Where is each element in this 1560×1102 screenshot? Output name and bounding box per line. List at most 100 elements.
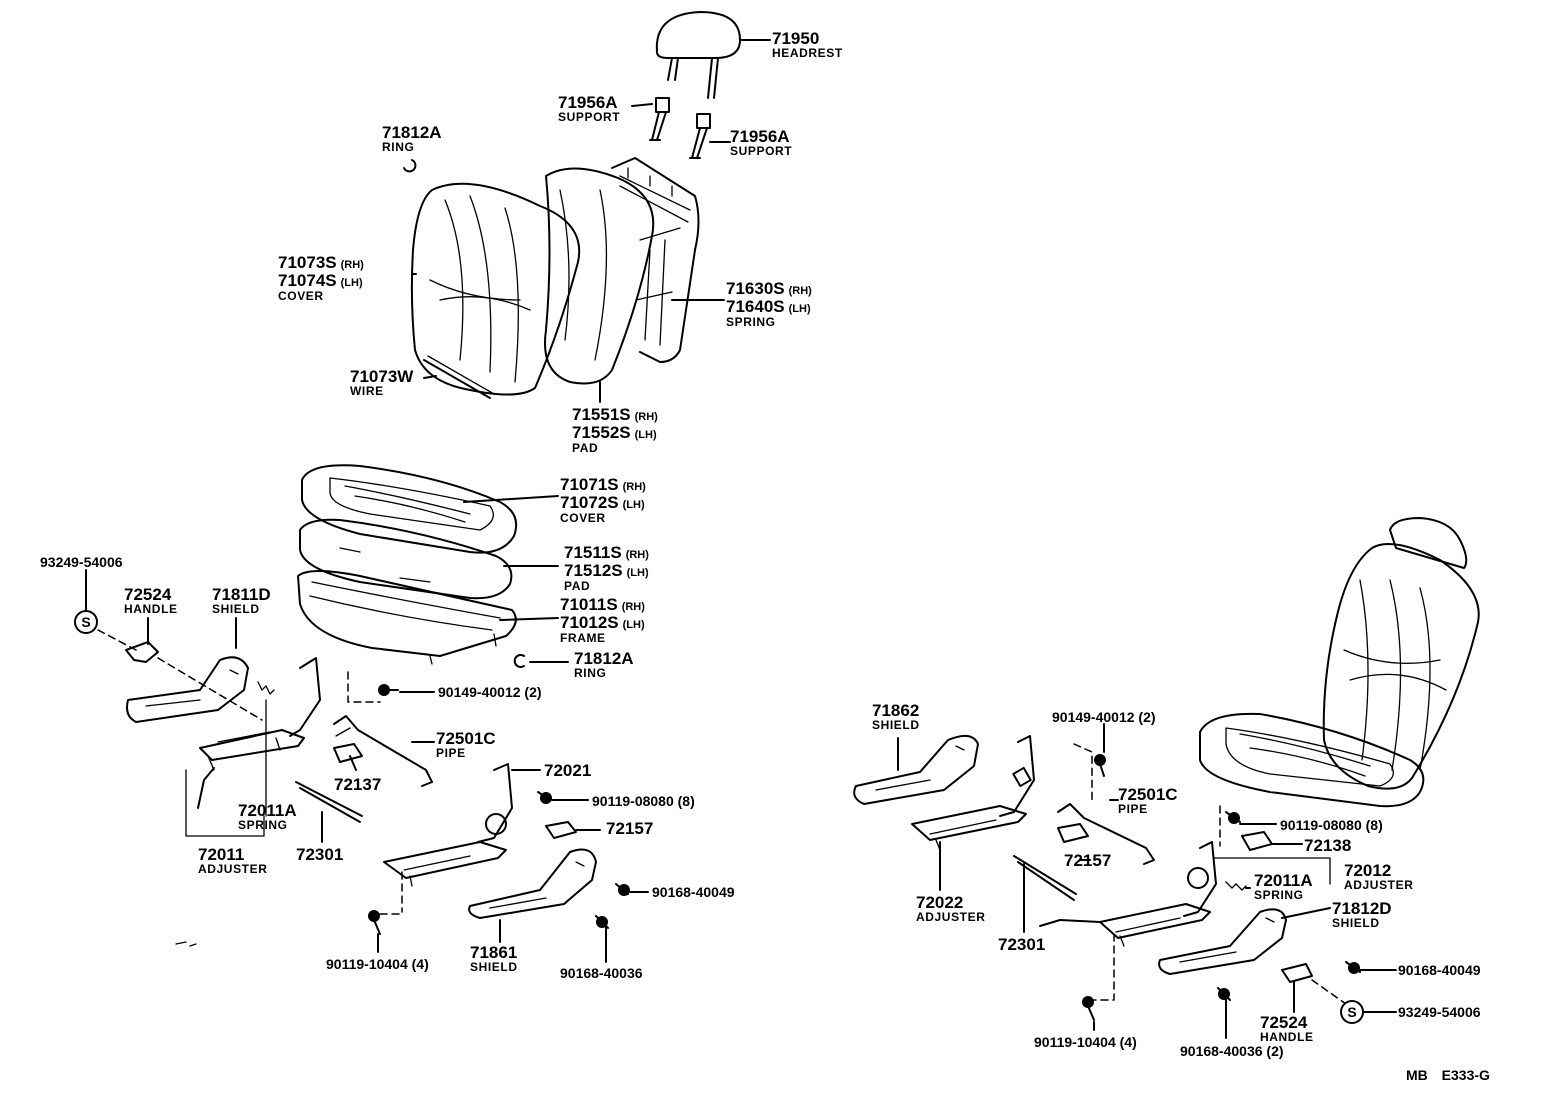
part-72137-drawing <box>333 743 363 763</box>
label-cushion-cover: 71071S(RH) 71072S(LH) COVER <box>560 476 646 524</box>
part-number: 72501C <box>1118 785 1178 804</box>
shield-811d-drawing <box>126 656 249 723</box>
leader-bolt-104-left <box>379 871 403 915</box>
pipe-right-drawing <box>1057 803 1155 865</box>
leader-screw-right <box>1311 979 1347 1005</box>
label-bolt-104-right: 90119-10404 (4) <box>1034 1034 1137 1050</box>
part-number: 71812A <box>382 123 442 142</box>
part-number: 72524 <box>124 585 172 604</box>
label-part-72301-right: 72301 <box>998 935 1046 954</box>
label-bolt-149-right: 90149-40012 (2) <box>1052 709 1156 725</box>
lh-tag: (LH) <box>634 429 657 441</box>
label-bolt-119-left: 90119-08080 (8) <box>592 793 695 809</box>
shield-862-drawing <box>853 734 979 805</box>
lh-tag: (LH) <box>622 499 645 511</box>
headrest-drawing <box>655 11 741 99</box>
label-spring-left: 72011A SPRING <box>238 802 297 831</box>
diagram-code: MB E333-G <box>1406 1068 1490 1082</box>
lh-tag: (LH) <box>340 277 363 289</box>
label-adjuster-left: 72011 ADJUSTER <box>198 846 267 875</box>
label-pipe-right: 72501C PIPE <box>1118 786 1178 815</box>
label-shield-811d: 71811D SHIELD <box>212 586 271 615</box>
label-part-72301-left: 72301 <box>296 845 344 864</box>
part-number: 71811D <box>212 585 271 604</box>
part-72301-left-drawing <box>295 781 363 823</box>
bolt-168-49-right-drawing <box>1345 961 1361 974</box>
rh-tag: (RH) <box>340 259 364 271</box>
part-name: SHIELD <box>872 718 920 732</box>
bolt-104-left-drawing <box>368 910 381 935</box>
back-spring-drawing <box>611 157 700 363</box>
label-bolt-104-left: 90119-10404 (4) <box>326 956 429 972</box>
part-number: 71073W <box>350 367 414 386</box>
part-number: 72501C <box>436 729 496 748</box>
part-name: HANDLE <box>1260 1030 1314 1044</box>
ring-top-drawing <box>403 159 417 173</box>
shield-812d-drawing <box>1158 908 1287 975</box>
part-name: FRAME <box>560 631 606 645</box>
leader-bolt-149-left <box>347 671 381 703</box>
part-number-rh: 71551S <box>572 405 631 424</box>
label-shield-861: 71861 SHIELD <box>470 944 518 973</box>
part-number: 72022 <box>916 893 964 912</box>
label-part-72138: 72138 <box>1304 836 1352 855</box>
leader-bolt-149-right <box>1073 743 1093 801</box>
part-number-rh: 71011S <box>560 595 618 614</box>
label-part-72021: 72021 <box>544 761 592 780</box>
diagram-code-number: E333-G <box>1441 1067 1490 1083</box>
rh-tag: (RH) <box>788 285 812 297</box>
part-number: 71862 <box>872 701 920 720</box>
part-number: 71956A <box>730 127 790 146</box>
handle-left-drawing <box>125 641 159 663</box>
label-bolt-168-49-right: 90168-40049 <box>1398 962 1481 978</box>
lh-tag: (LH) <box>626 567 649 579</box>
part-number-lh: 71552S <box>572 423 631 442</box>
part-number: 72011A <box>1254 871 1313 890</box>
bolt-168-49-left-drawing <box>615 883 630 896</box>
rh-tag: (RH) <box>622 481 646 493</box>
bolt-149-right-drawing <box>1094 754 1106 777</box>
ring-mid-drawing <box>513 654 525 668</box>
part-number-lh: 71012S <box>560 613 619 632</box>
label-handle-left: 72524 HANDLE <box>124 586 178 615</box>
part-name: PAD <box>564 579 591 593</box>
assembled-seat-drawing <box>1199 517 1480 808</box>
part-name: SHIELD <box>1332 916 1380 930</box>
part-number: 72524 <box>1260 1013 1308 1032</box>
part-name: RING <box>574 666 607 680</box>
part-name: WIRE <box>350 384 384 398</box>
label-screw-right: 93249-54006 <box>1398 1004 1481 1020</box>
back-cover-drawing <box>410 182 581 396</box>
part-number: 72012 <box>1344 861 1392 880</box>
label-spring-right: 72011A SPRING <box>1254 872 1313 901</box>
part-number: 71956A <box>558 93 618 112</box>
handle-right-drawing <box>1281 963 1313 983</box>
label-part-72137: 72137 <box>334 775 382 794</box>
part-number-rh: 71511S <box>564 543 622 562</box>
part-72301-right-drawing <box>1013 855 1077 901</box>
cushion-cover-drawing <box>301 464 518 554</box>
label-bolt-168-36-right: 90168-40036 (2) <box>1180 1043 1284 1059</box>
label-shield-812d: 71812D SHIELD <box>1332 900 1392 929</box>
part-name: SHIELD <box>470 960 518 974</box>
label-bolt-119-right: 90119-08080 (8) <box>1280 817 1383 833</box>
label-handle-right: 72524 HANDLE <box>1260 1014 1314 1043</box>
support-right-drawing <box>689 113 711 159</box>
adjuster-72021-drawing <box>383 763 513 887</box>
part-name: HANDLE <box>124 602 178 616</box>
lh-tag: (LH) <box>788 303 811 315</box>
label-adjuster-722: 72022 ADJUSTER <box>916 894 985 923</box>
part-72138-drawing <box>1241 831 1273 851</box>
label-bolt-168-36-left: 90168-40036 <box>560 965 643 981</box>
shield-861-drawing <box>468 848 597 919</box>
part-number-rh: 71071S <box>560 475 619 494</box>
label-wire: 71073W WIRE <box>350 368 413 397</box>
label-cushion-frame: 71011S(RH) 71012S(LH) FRAME <box>560 596 645 644</box>
screw-right-badge: S <box>1340 1000 1364 1024</box>
bolt-119-left-drawing <box>537 791 552 804</box>
leader-bolt-104-right <box>1093 933 1115 1001</box>
screw-left-badge: S <box>74 610 98 634</box>
bolt-119-right-drawing <box>1225 811 1241 824</box>
